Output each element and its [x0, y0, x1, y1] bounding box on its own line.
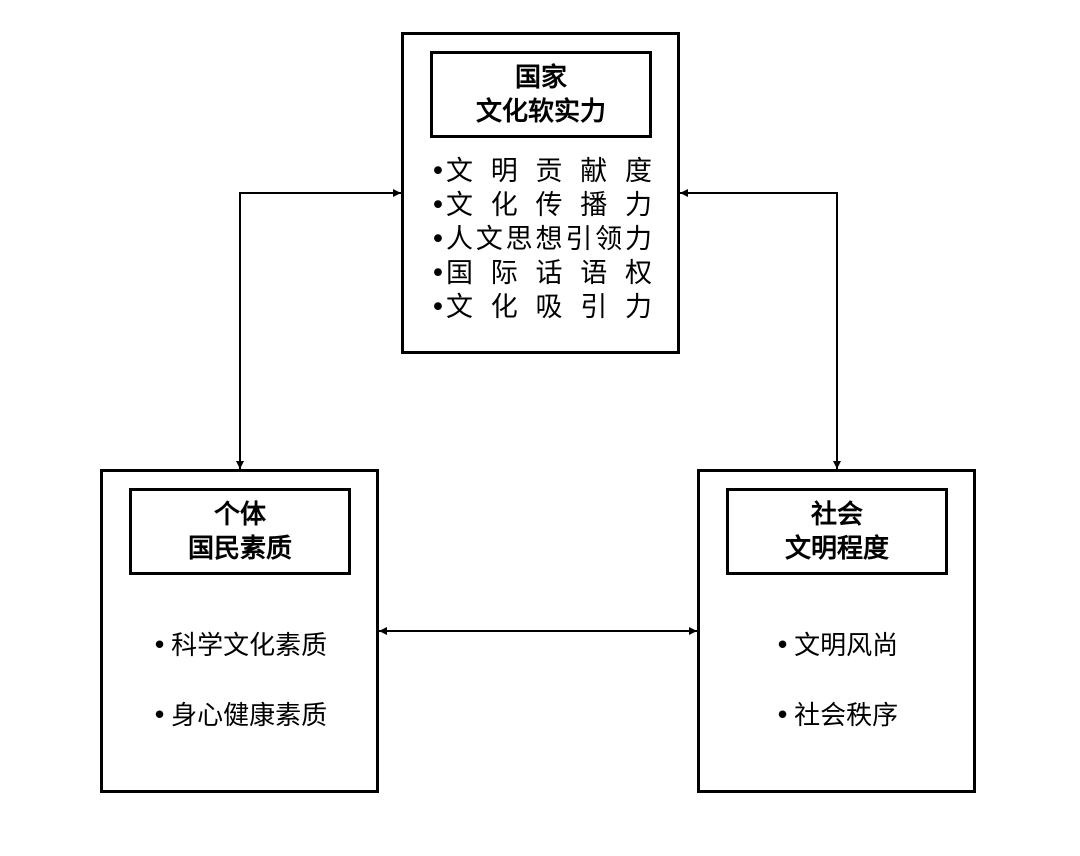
national-item-label: 国际话语权	[446, 257, 652, 291]
item-char: 语	[580, 258, 608, 289]
individual-item-label: 身心健康素质	[171, 701, 328, 731]
national-item-label: 文化传播力	[446, 189, 652, 223]
item-char: 引	[580, 292, 608, 323]
item-char: 话	[535, 258, 563, 289]
bullet: •	[151, 701, 168, 731]
bullet: •	[430, 190, 446, 221]
national-soft-power-box: 国家 文化软实力 • 文明贡献度 • 文化传播力 • 人文思想引领力 • 国际话…	[401, 32, 680, 354]
item-char: 想	[535, 224, 563, 255]
national-item-label: 人文思想引领力	[446, 223, 652, 257]
individual-item-list: •科学文化素质 •身心健康素质	[103, 622, 376, 762]
item-char: 化	[490, 292, 518, 323]
item-char: 领	[595, 224, 623, 255]
individual-quality-box: 个体 国民素质 •科学文化素质 •身心健康素质	[100, 469, 379, 793]
item-char: 吸	[535, 292, 563, 323]
list-item: • 文化吸引力	[430, 291, 652, 325]
society-title-line2: 文明程度	[784, 533, 889, 564]
individual-title-line2: 国民素质	[187, 533, 292, 564]
national-title-line2: 文化软实力	[475, 96, 606, 127]
item-char: 力	[625, 292, 652, 323]
item-char: 贡	[535, 156, 563, 187]
item-char: 力	[625, 190, 652, 221]
list-item: •社会秩序	[775, 692, 898, 762]
item-char: 权	[625, 258, 652, 289]
list-item: •科学文化素质	[152, 622, 327, 692]
national-title-box: 国家 文化软实力	[430, 51, 652, 138]
national-item-list: • 文明贡献度 • 文化传播力 • 人文思想引领力 • 国际话语权 • 文化吸引…	[430, 155, 652, 325]
bullet: •	[430, 258, 446, 289]
item-char: 际	[490, 258, 518, 289]
bullet: •	[774, 701, 791, 731]
society-item-list: •文明风尚 •社会秩序	[700, 622, 973, 762]
list-item: •文明风尚	[775, 622, 898, 692]
item-char: 文	[475, 224, 503, 255]
society-item-label: 社会秩序	[794, 701, 899, 731]
item-char: 化	[490, 190, 518, 221]
list-item: • 人文思想引领力	[430, 223, 652, 257]
arrow-national-individual	[236, 189, 401, 469]
list-item: •身心健康素质	[152, 692, 327, 762]
item-char: 国	[446, 258, 473, 289]
item-char: 力	[624, 224, 652, 255]
item-char: 思	[505, 224, 533, 255]
individual-item-label: 科学文化素质	[171, 631, 328, 661]
item-char: 度	[625, 156, 652, 187]
list-item: • 文化传播力	[430, 189, 652, 223]
individual-title-line1: 个体	[213, 499, 266, 530]
national-title-line1: 国家	[514, 62, 567, 93]
arrow-national-society	[680, 189, 841, 469]
item-char: 播	[580, 190, 608, 221]
item-char: 明	[490, 156, 518, 187]
list-item: • 国际话语权	[430, 257, 652, 291]
item-char: 传	[535, 190, 563, 221]
individual-title-box: 个体 国民素质	[129, 488, 351, 575]
item-char: 引	[565, 224, 593, 255]
item-char: 文	[446, 292, 473, 323]
society-civilization-box: 社会 文明程度 •文明风尚 •社会秩序	[697, 469, 976, 793]
bullet: •	[151, 631, 168, 661]
bullet: •	[430, 224, 446, 255]
bullet: •	[774, 631, 791, 661]
society-title-box: 社会 文明程度	[726, 488, 948, 575]
item-char: 文	[446, 190, 473, 221]
society-title-line1: 社会	[810, 499, 863, 530]
list-item: • 文明贡献度	[430, 155, 652, 189]
item-char: 人	[446, 224, 473, 255]
bullet: •	[430, 156, 446, 187]
bullet: •	[430, 292, 446, 323]
national-item-label: 文明贡献度	[446, 155, 652, 189]
item-char: 献	[580, 156, 608, 187]
item-char: 文	[446, 156, 473, 187]
society-item-label: 文明风尚	[794, 631, 899, 661]
national-item-label: 文化吸引力	[446, 291, 652, 325]
